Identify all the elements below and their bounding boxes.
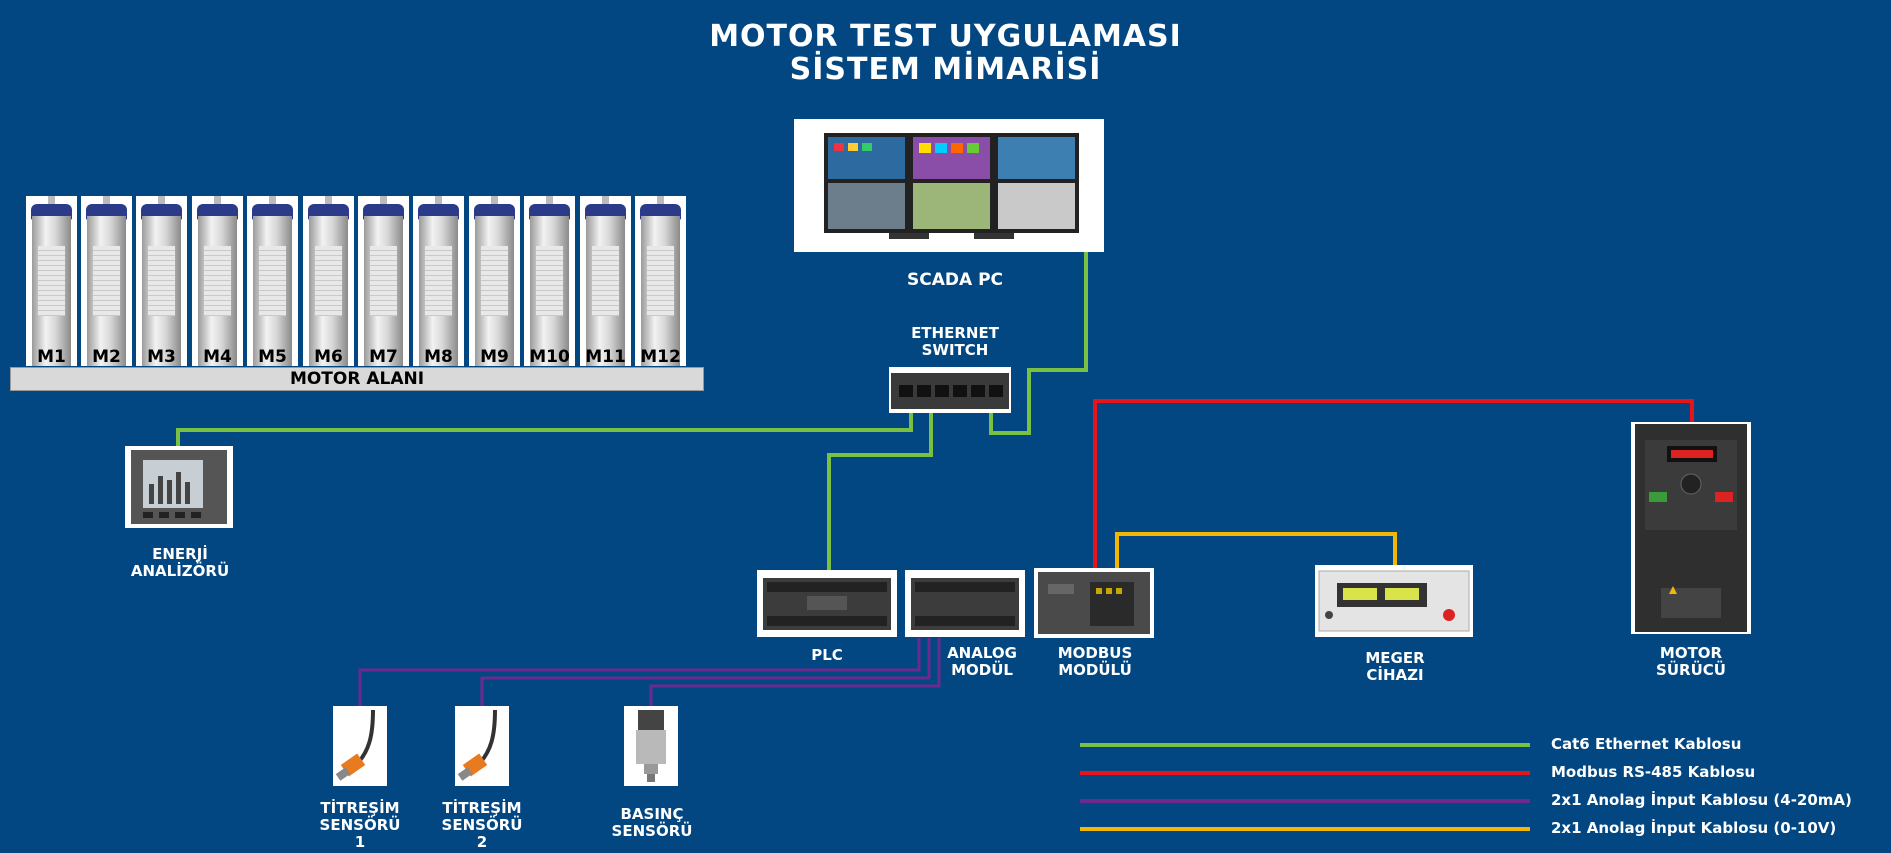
plc-icon [763,578,891,630]
modbus-label-line2: MODÜLÜ [1058,661,1132,679]
pressure-label-line2: SENSÖRÜ [611,822,693,840]
vibration-sensor-icon [335,709,375,781]
wire-analog-vib2 [480,638,931,706]
motor-m6[interactable]: M6 [303,196,354,366]
vib1-label-line1: TİTREŞİM [320,799,400,817]
analog-label-line2: MODÜL [951,661,1013,679]
motor-label: M4 [203,347,232,367]
vib1-label-line3: 1 [354,833,366,851]
pressure-sensor-icon [636,710,666,782]
legend-label-ethernet: Cat6 Ethernet Kablosu [1551,735,1742,753]
scada-monitors-icon [824,133,1079,239]
analog-module-icon [911,578,1019,630]
title-line-1: MOTOR TEST UYGULAMASI [709,19,1182,54]
meger-label-line2: CİHAZI [1366,666,1424,684]
motor-m12[interactable]: M12 [635,196,686,366]
motor-label: M2 [92,347,121,367]
motor-label: M12 [640,347,681,367]
ethernet-switch[interactable] [889,367,1011,413]
modbus-module[interactable] [1034,568,1154,638]
motor-label: M1 [37,347,66,367]
vib1-label-line2: SENSÖRÜ [319,816,401,834]
analog-label-line1: ANALOG [947,644,1017,662]
wire-scada-switch [989,252,1088,435]
energy-label-line2: ANALİZÖRÜ [130,562,230,580]
wire-switch-energy [176,413,913,446]
switch-label: ETHERNET SWITCH [880,325,1030,359]
motor-m4[interactable]: M4 [192,196,243,366]
motor-label: M9 [480,347,509,367]
motor-m9[interactable]: M9 [469,196,520,366]
motor-label: M8 [424,347,453,367]
motor-m2[interactable]: M2 [81,196,132,366]
motor-label: M5 [258,347,287,367]
vibration-sensor-1[interactable] [333,706,387,786]
scada-label: SCADA PC [907,270,1003,290]
motor-m3[interactable]: M3 [136,196,187,366]
modbus-module-icon [1038,572,1150,634]
drive-label: MOTOR SÜRÜCÜ [1636,645,1746,679]
wire-modbus-meger [1115,532,1397,570]
energy-analyzer-icon [131,450,227,524]
motor-m7[interactable]: M7 [358,196,409,366]
megger-device-icon [1318,570,1470,632]
plc-label: PLC [811,646,843,664]
motor-drive-icon [1635,424,1747,632]
pressure-label-line1: BASINÇ [620,805,684,823]
megger-device[interactable] [1315,565,1473,637]
motor-label: M6 [314,347,343,367]
energy-label: ENERJİ ANALİZÖRÜ [110,546,250,580]
modbus-label: MODBUS MODÜLÜ [1040,645,1150,679]
motor-label: M3 [147,347,176,367]
wire-analog-vib1 [358,638,921,706]
vib2-label-line1: TİTREŞİM [442,799,522,817]
legend-label-modbus: Modbus RS-485 Kablosu [1551,763,1756,781]
ethernet-switch-icon [891,373,1009,409]
vib1-label: TİTREŞİM SENSÖRÜ 1 [300,800,420,851]
vibration-sensor-2[interactable] [455,706,509,786]
modbus-label-line1: MODBUS [1057,644,1133,662]
energy-analyzer[interactable] [125,446,233,528]
vib2-label-line2: SENSÖRÜ [441,816,523,834]
motor-label: M10 [529,347,570,367]
wire-switch-plc [827,413,933,570]
energy-label-line1: ENERJİ [152,545,208,563]
wire-modbus-drive [1093,399,1694,568]
scada-pc[interactable] [794,119,1104,252]
wire-analog-pressure [649,638,941,706]
motor-m11[interactable]: M11 [580,196,631,366]
switch-label-line2: SWITCH [921,341,989,359]
meger-label: MEGER CİHAZI [1335,650,1455,684]
pressure-sensor[interactable] [624,706,678,786]
motor-drive[interactable] [1631,422,1751,634]
legend-label-analog-ma: 2x1 Anolag İnput Kablosu (4-20mA) [1551,791,1852,809]
vib2-label-line3: 2 [476,833,488,851]
motor-m8[interactable]: M8 [413,196,464,366]
motor-label: M11 [585,347,626,367]
drive-label-line1: MOTOR [1659,644,1723,662]
title-line-2: SİSTEM MİMARİSİ [789,52,1102,87]
diagram-title: MOTOR TEST UYGULAMASI SİSTEM MİMARİSİ [0,20,1891,86]
motor-area-label: MOTOR ALANI [289,369,425,389]
motor-label: M7 [369,347,398,367]
analog-module[interactable] [905,570,1025,637]
legend-label-analog-v: 2x1 Anolag İnput Kablosu (0-10V) [1551,819,1837,837]
switch-label-line1: ETHERNET [911,324,999,342]
motor-m1[interactable]: M1 [26,196,77,366]
vib2-label: TİTREŞİM SENSÖRÜ 2 [422,800,542,851]
motor-m10[interactable]: M10 [524,196,575,366]
pressure-label: BASINÇ SENSÖRÜ [592,806,712,840]
motor-m5[interactable]: M5 [247,196,298,366]
motor-area-banner: MOTOR ALANI [10,367,704,391]
vibration-sensor-icon [457,709,497,781]
drive-label-line2: SÜRÜCÜ [1656,661,1726,679]
plc[interactable] [757,570,897,637]
meger-label-line1: MEGER [1365,649,1425,667]
analog-label: ANALOG MODÜL [932,645,1032,679]
